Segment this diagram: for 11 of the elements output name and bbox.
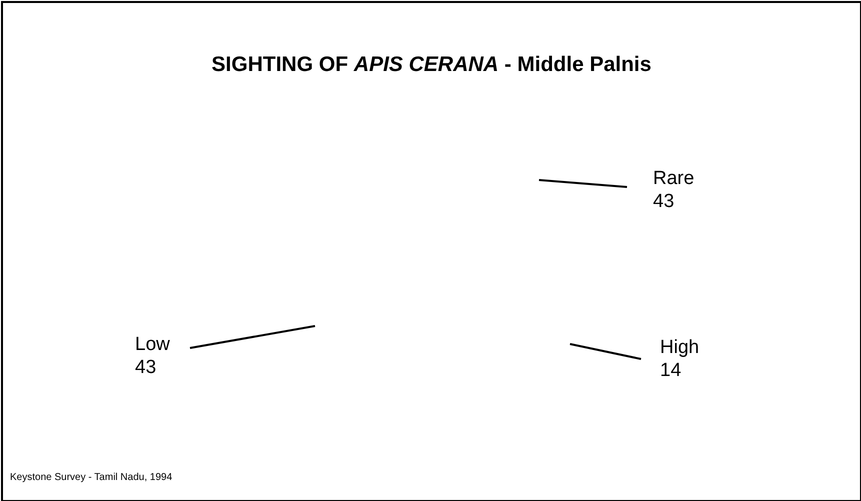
slice-label: Rare [653, 167, 694, 190]
slice-value: 43 [653, 190, 674, 213]
slice-label: High [660, 336, 700, 359]
leader-line [190, 325, 316, 349]
slice-value: 43 [135, 356, 156, 379]
chart-title: SIGHTING OF APIS CERANA - Middle Palnis [212, 53, 652, 77]
leader-line [538, 179, 628, 188]
slice-value: 14 [660, 359, 682, 382]
leader-line [570, 343, 642, 360]
slice-label: Low [135, 333, 170, 356]
source-note: Keystone Survey - Tamil Nadu, 1994 [10, 472, 172, 483]
